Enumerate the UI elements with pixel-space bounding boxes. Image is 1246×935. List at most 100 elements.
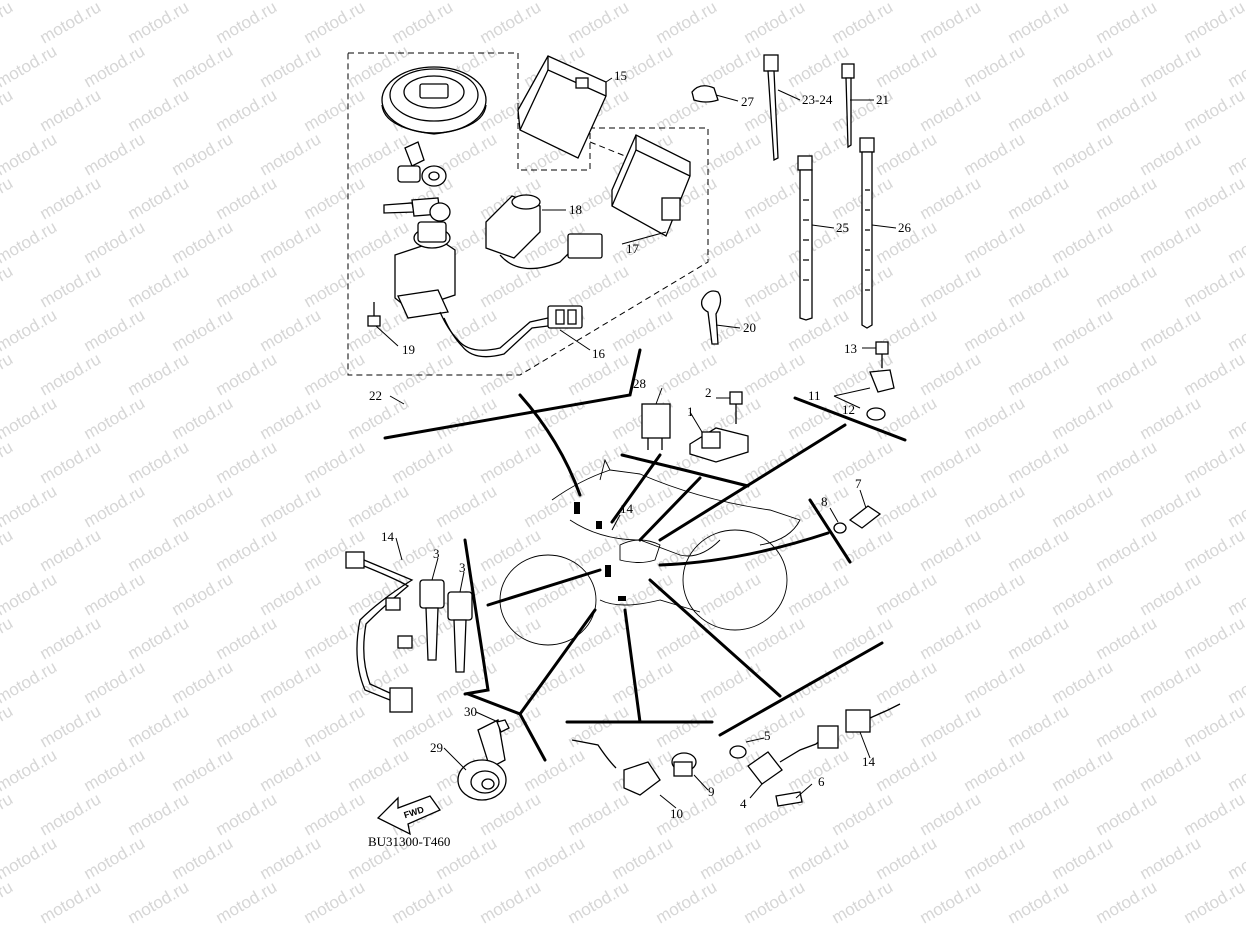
watermark-text: motod.ru xyxy=(1181,877,1246,927)
part-number-1: 1 xyxy=(687,404,694,419)
watermark-text: motod.ru xyxy=(1225,569,1246,619)
watermark-text: motod.ru xyxy=(0,129,60,179)
watermark-text: motod.ru xyxy=(213,85,281,135)
watermark-text: motod.ru xyxy=(565,877,633,927)
part-number-29: 29 xyxy=(430,740,443,755)
leader-i xyxy=(648,578,782,698)
watermark-text: motod.ru xyxy=(81,41,149,91)
watermark-text: motod.ru xyxy=(1137,217,1205,267)
watermark-text: motod.ru xyxy=(37,701,105,751)
main-switch-assembly xyxy=(394,221,583,358)
watermark-text: motod.ru xyxy=(169,481,237,531)
horn-29 xyxy=(457,719,507,801)
watermark-text: motod.ru xyxy=(213,701,281,751)
bolt-19 xyxy=(367,302,381,327)
watermark-text: motod.ru xyxy=(125,525,193,575)
watermark-text: motod.ru xyxy=(213,789,281,839)
watermark-text: motod.ru xyxy=(1049,569,1117,619)
bracket-right-mid xyxy=(808,498,852,564)
watermark-text: motod.ru xyxy=(0,833,60,883)
watermark-text: motod.ru xyxy=(0,393,60,443)
cap-lock-cylinder xyxy=(397,141,447,187)
watermark-text: motod.ru xyxy=(1225,305,1246,355)
watermark-text: motod.ru xyxy=(125,349,193,399)
watermark-text: motod.ru xyxy=(81,393,149,443)
watermark-text: motod.ru xyxy=(1093,613,1161,663)
watermark-text: motod.ru xyxy=(829,437,897,487)
watermark-text: motod.ru xyxy=(477,877,545,927)
watermark-text: motod.ru xyxy=(609,305,677,355)
watermark-text: motod.ru xyxy=(1181,173,1246,223)
watermark-text: motod.ru xyxy=(1093,0,1161,47)
key-set xyxy=(383,197,451,222)
watermark-text: motod.ru xyxy=(873,481,941,531)
leader-c xyxy=(638,476,702,542)
watermark-text: motod.ru xyxy=(257,481,325,531)
watermark-text: motod.ru xyxy=(961,833,1029,883)
watermark-text: motod.ru xyxy=(0,261,16,311)
watermark-text: motod.ru xyxy=(1049,657,1117,707)
watermark-text: motod.ru xyxy=(697,833,765,883)
watermark-text: motod.ru xyxy=(1005,0,1073,47)
sensor-7 xyxy=(848,505,882,529)
watermark-text: motod.ru xyxy=(829,0,897,47)
watermark-text: motod.ru xyxy=(1181,437,1246,487)
part-number-20: 20 xyxy=(743,320,756,335)
watermark-text: motod.ru xyxy=(169,41,237,91)
watermark-text: motod.ru xyxy=(0,613,16,663)
watermark-text: motod.ru xyxy=(697,129,765,179)
watermark-text: motod.ru xyxy=(961,481,1029,531)
watermark-text: motod.ru xyxy=(961,745,1029,795)
watermark-text: motod.ru xyxy=(81,305,149,355)
watermark-text: motod.ru xyxy=(477,613,545,663)
motorcycle-outline xyxy=(499,458,801,646)
watermark-text: motod.ru xyxy=(873,745,941,795)
part-number-5: 5 xyxy=(764,728,771,743)
leader-e xyxy=(658,531,830,567)
part-number-8: 8 xyxy=(821,494,828,509)
watermark-text: motod.ru xyxy=(477,525,545,575)
watermark-text: motod.ru xyxy=(169,569,237,619)
watermark-text: motod.ru xyxy=(609,481,677,531)
watermark-text: motod.ru xyxy=(1137,745,1205,795)
watermark-text: motod.ru xyxy=(125,701,193,751)
watermark-text: motod.ru xyxy=(961,129,1029,179)
bracket-top-left xyxy=(383,348,642,440)
watermark-text: motod.ru xyxy=(873,657,941,707)
watermark-text: motod.ru xyxy=(697,481,765,531)
watermark-text: motod.ru xyxy=(1137,481,1205,531)
watermark-text: motod.ru xyxy=(37,437,105,487)
watermark-text: motod.ru xyxy=(477,0,545,47)
watermark-text: motod.ru xyxy=(653,613,721,663)
part-number-11: 11 xyxy=(808,388,821,403)
watermark-text: motod.ru xyxy=(301,437,369,487)
watermark-text: motod.ru xyxy=(873,569,941,619)
watermark-text: motod.ru xyxy=(741,525,809,575)
bracket-top-mid xyxy=(620,453,750,488)
watermark-text: motod.ru xyxy=(433,657,501,707)
watermark-text: motod.ru xyxy=(37,613,105,663)
watermark-text: motod.ru xyxy=(1093,349,1161,399)
watermark-text: motod.ru xyxy=(1225,129,1246,179)
watermark-text: motod.ru xyxy=(785,305,853,355)
watermark-text: motod.ru xyxy=(301,85,369,135)
part-number-17: 17 xyxy=(626,241,640,256)
watermark-text: motod.ru xyxy=(565,525,633,575)
watermark-text: motod.ru xyxy=(1005,701,1073,751)
watermark-text: motod.ru xyxy=(697,569,765,619)
part-number-3b: 3 xyxy=(459,560,466,575)
watermark-text: motod.ru xyxy=(829,877,897,927)
part-number-30: 30 xyxy=(464,704,477,719)
watermark-text: motod.ru xyxy=(213,0,281,47)
watermark-text: motod.ru xyxy=(257,217,325,267)
nut-30 xyxy=(496,719,510,733)
watermark-text: motod.ru xyxy=(1137,833,1205,883)
watermark-text: motod.ru xyxy=(37,877,105,927)
watermark-text: motod.ru xyxy=(1005,789,1073,839)
watermark-text: motod.ru xyxy=(1181,525,1246,575)
watermark-text: motod.ru xyxy=(1005,261,1073,311)
watermark-text: motod.ru xyxy=(1137,569,1205,619)
watermark-text: motod.ru xyxy=(565,261,633,311)
watermark-text: motod.ru xyxy=(301,789,369,839)
